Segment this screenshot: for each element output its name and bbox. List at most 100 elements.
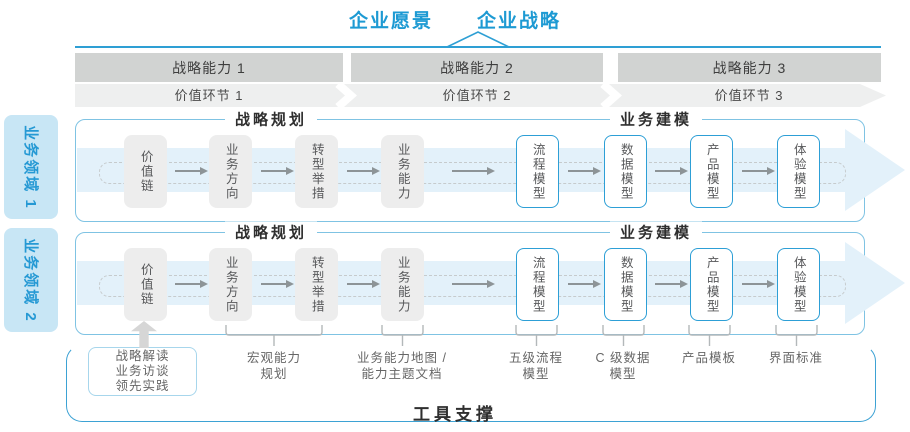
business-domain-label: 业务领域 2 <box>21 237 39 323</box>
dashed-pipeline <box>99 275 846 297</box>
arrow-right-icon <box>568 279 601 288</box>
flow-band-arrowhead <box>845 129 905 211</box>
flow-box-label: 数据模型 <box>618 142 633 201</box>
label-line: 模型 <box>522 367 550 382</box>
callout-line: 战略解读 <box>115 348 170 363</box>
domain-2-panel: 战略规划 业务建模 价值链 业务方向 转型举措 业务能力 流程模型 数据模型 产… <box>75 221 905 335</box>
deliverable-capability-map: 业务能力地图 / 能力主题文档 <box>312 350 492 383</box>
label-line: 规划 <box>260 367 288 382</box>
planning-section-title: 战略规划 <box>224 108 318 130</box>
label-line: C 级数据 <box>595 351 651 365</box>
flow-box-label: 流程模型 <box>530 142 545 201</box>
flow-box-label: 业务方向 <box>223 142 238 201</box>
flow-box-label: 价值链 <box>138 262 153 307</box>
strategy-input-callout: 战略解读 业务访谈 领先实践 <box>88 347 197 396</box>
business-domain-2: 业务领域 2 <box>4 228 58 332</box>
flow-box-value-chain: 价值链 <box>124 135 167 208</box>
flow-box-experience-model: 体验模型 <box>777 135 820 208</box>
value-chain-band: 价值环节 1 价值环节 2 价值环节 3 <box>75 84 886 107</box>
capability-band-label: 战略能力 1 <box>172 59 246 76</box>
flow-box-label: 业务方向 <box>223 255 238 314</box>
flow-box-label: 产品模型 <box>704 255 719 314</box>
flow-box-experience-model: 体验模型 <box>777 248 820 321</box>
flow-box-transformation-initiatives: 转型举措 <box>295 135 338 208</box>
brace-icon <box>225 325 323 346</box>
label-line: 业务能力地图 / <box>357 351 447 365</box>
header-divider-line <box>75 46 881 48</box>
tool-support-container <box>66 345 876 422</box>
deliverable-macro-capability: 宏观能力 规划 <box>184 350 364 383</box>
capability-band-3: 战略能力 3 <box>618 53 881 82</box>
flow-box-product-model: 产品模型 <box>690 135 733 208</box>
label-line: 五级流程 <box>508 351 563 365</box>
flow-box-process-model: 流程模型 <box>516 248 559 321</box>
brace-icon <box>515 325 558 346</box>
flow-box-business-direction: 业务方向 <box>209 248 252 321</box>
flow-box-business-capability: 业务能力 <box>381 248 424 321</box>
arrow-right-icon <box>452 279 495 288</box>
brace-icon <box>602 325 645 346</box>
label-line: 界面标准 <box>768 351 823 365</box>
flow-box-label: 转型举措 <box>309 255 324 314</box>
arrow-right-icon <box>742 166 775 175</box>
flow-box-label: 价值链 <box>138 149 153 194</box>
value-link-3: 价值环节 3 <box>714 88 784 103</box>
arrow-right-icon <box>347 166 380 175</box>
flow-box-label: 业务能力 <box>395 255 410 314</box>
deliverable-process-model: 五级流程 模型 <box>446 350 626 383</box>
flow-box-data-model: 数据模型 <box>604 135 647 208</box>
arrow-right-icon <box>261 166 294 175</box>
flow-box-label: 流程模型 <box>530 255 545 314</box>
modeling-section-title: 业务建模 <box>609 108 703 130</box>
arrow-right-icon <box>655 279 688 288</box>
strategy-title: 企业战略 <box>477 11 562 32</box>
deliverable-product-template: 产品模板 <box>619 350 799 366</box>
brace-icon <box>381 325 424 346</box>
arrow-right-icon <box>175 279 208 288</box>
caret-up-icon <box>446 31 510 48</box>
callout-line: 业务访谈 <box>115 363 170 378</box>
capability-band-label: 战略能力 3 <box>712 59 787 76</box>
flow-box-label: 业务能力 <box>395 142 410 201</box>
capability-band-1: 战略能力 1 <box>75 53 343 82</box>
arrow-right-icon <box>742 279 775 288</box>
flow-box-label: 产品模型 <box>704 142 719 201</box>
dashed-pipeline <box>99 162 846 184</box>
arrow-right-icon <box>655 166 688 175</box>
deliverable-ui-standard: 界面标准 <box>706 350 886 366</box>
value-link-2: 价值环节 2 <box>442 88 512 103</box>
arrow-right-icon <box>568 166 601 175</box>
arrow-right-icon <box>175 166 208 175</box>
callout-line: 领先实践 <box>115 379 170 394</box>
business-domain-label: 业务领域 1 <box>21 124 39 210</box>
flow-box-transformation-initiatives: 转型举措 <box>295 248 338 321</box>
flow-box-business-direction: 业务方向 <box>209 135 252 208</box>
vision-title: 企业愿景 <box>348 11 433 32</box>
flow-box-process-model: 流程模型 <box>516 135 559 208</box>
business-domain-1: 业务领域 1 <box>4 115 58 219</box>
label-line: 模型 <box>609 367 637 382</box>
deliverable-data-model: C 级数据 模型 <box>533 350 713 383</box>
brace-icon <box>775 325 818 346</box>
label-line: 宏观能力 <box>246 351 301 365</box>
planning-section-title: 战略规划 <box>224 221 318 243</box>
flow-band-arrowhead <box>845 242 905 324</box>
flow-box-label: 体验模型 <box>791 142 806 201</box>
arrow-right-icon <box>452 166 495 175</box>
flow-box-label: 体验模型 <box>791 255 806 314</box>
flow-box-data-model: 数据模型 <box>604 248 647 321</box>
label-line: 能力主题文档 <box>361 367 443 382</box>
flow-box-value-chain: 价值链 <box>124 248 167 321</box>
value-link-1: 价值环节 1 <box>174 88 244 103</box>
flow-box-label: 转型举措 <box>309 142 324 201</box>
chevron-right-icon <box>335 84 357 107</box>
domain-1-panel: 战略规划 业务建模 价值链 业务方向 转型举措 业务能力 流程模型 数据模型 产… <box>75 108 905 222</box>
arrow-right-icon <box>261 279 294 288</box>
flow-box-label: 数据模型 <box>618 255 633 314</box>
capability-band-2: 战略能力 2 <box>351 53 603 82</box>
chevron-right-icon <box>600 84 622 107</box>
label-line: 产品模板 <box>681 351 736 365</box>
brace-icon <box>688 325 731 346</box>
tool-support-title: 工具支撑 <box>413 405 497 424</box>
